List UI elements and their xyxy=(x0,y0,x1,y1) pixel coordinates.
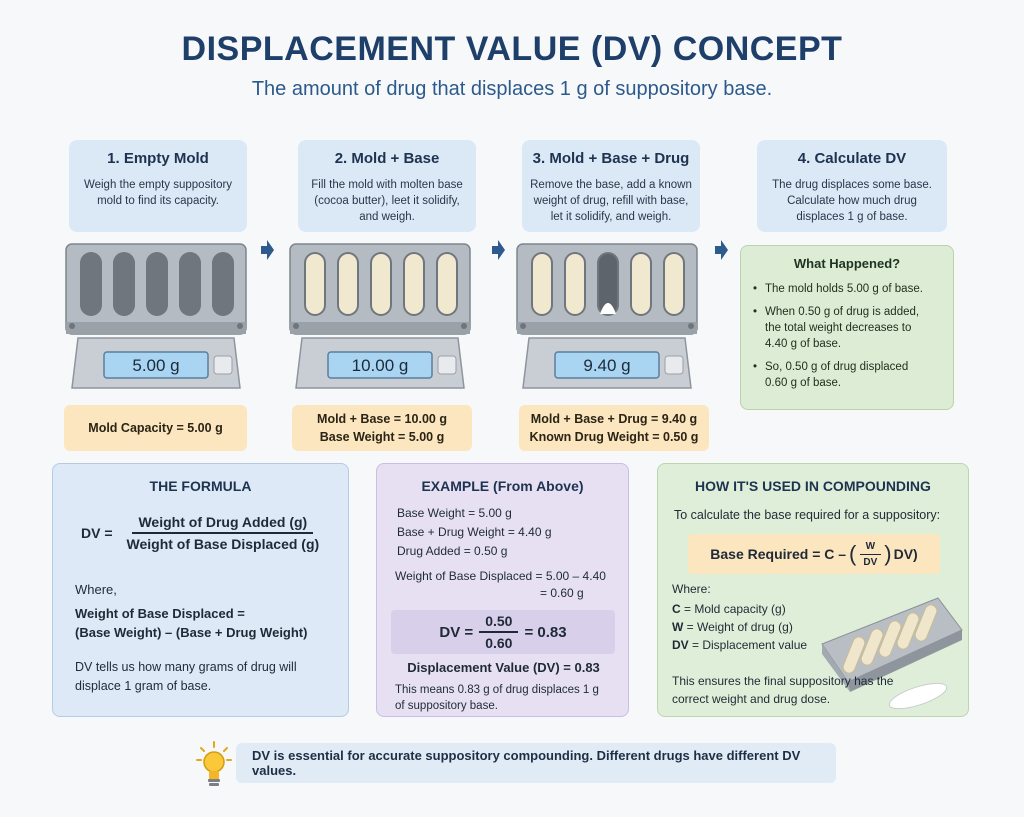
step-1-header: 1. Empty Mold Weigh the empty suppositor… xyxy=(69,140,247,232)
suppository-base xyxy=(566,254,584,314)
suppository-base xyxy=(405,254,423,314)
arrow-right-icon xyxy=(492,240,505,260)
mold-tray-edge xyxy=(290,322,470,334)
what-happened-title: What Happened? xyxy=(793,256,901,271)
list-item: The mold holds 5.00 g of base. xyxy=(753,281,941,297)
scale-empty-mold: 5.00 g xyxy=(65,243,247,389)
suppository-base xyxy=(438,254,456,314)
usage-defs: C = Mold capacity (g) W = Weight of drug… xyxy=(672,602,808,652)
what-happened-box: What Happened? The mold holds 5.00 g of … xyxy=(740,245,954,410)
example-dv-box: DV = 0.50 0.60 = 0.83 xyxy=(391,610,615,654)
usage-title: HOW IT'S USED IN COMPOUNDING xyxy=(695,478,931,494)
example-summary: Displacement Value (DV) = 0.83 xyxy=(407,660,600,675)
formula-def: Weight of Base Displaced =(Base Weight) … xyxy=(75,606,308,640)
mold-cavity xyxy=(212,252,234,316)
step-2-header: 2. Mold + Base Fill the mold with molten… xyxy=(298,140,476,232)
scale-mold-base-drug: 9.40 g xyxy=(516,243,698,389)
formula-where: Where, xyxy=(75,582,117,597)
suppository-base xyxy=(665,254,683,314)
step-3-header: 3. Mold + Base + Drug Remove the base, a… xyxy=(522,140,700,232)
mold-cavity xyxy=(179,252,201,316)
tip-banner: DV is essential for accurate suppository… xyxy=(236,743,836,783)
suppository-base xyxy=(533,254,551,314)
scale-reading: 10.00 g xyxy=(352,356,409,375)
drug-powder xyxy=(600,303,616,314)
example-displaced: Weight of Base Displaced = 5.00 – 4.40 =… xyxy=(395,569,606,600)
step-desc: Fill the mold with molten base(cocoa but… xyxy=(311,179,463,223)
usage-intro: To calculate the base required for a sup… xyxy=(674,508,941,522)
step-title: 2. Mold + Base xyxy=(334,150,440,167)
step-title: 4. Calculate DV xyxy=(797,150,907,167)
suppository-base xyxy=(306,254,324,314)
mold-bolt xyxy=(69,323,75,329)
mold-tray-edge xyxy=(517,322,697,334)
mold-cavity xyxy=(146,252,168,316)
step-desc: The drug displaces some base.Calculate h… xyxy=(772,179,932,223)
formula-panel: THE FORMULA DV = Weight of Drug Added (g… xyxy=(52,463,349,717)
cavity-with-drug xyxy=(599,254,617,314)
scale-button xyxy=(437,355,457,375)
caption-step-1: Mold Capacity = 5.00 g xyxy=(64,405,247,451)
step-title: 1. Empty Mold xyxy=(107,150,209,167)
usage-where: Where: xyxy=(672,582,711,596)
scale-button xyxy=(664,355,684,375)
suppository-base xyxy=(339,254,357,314)
scale-display xyxy=(103,351,209,379)
mold-tray-edge xyxy=(66,322,246,334)
mold-tray-illustration xyxy=(821,597,963,710)
mold-bolt xyxy=(688,323,694,329)
mold-bolt xyxy=(293,323,299,329)
scale-reading: 5.00 g xyxy=(132,356,179,375)
lightbulb-icon xyxy=(196,741,232,786)
mold-cavity xyxy=(113,252,135,316)
list-item: When 0.50 g of drug is added,the total w… xyxy=(753,304,941,352)
usage-panel: HOW IT'S USED IN COMPOUNDING To calculat… xyxy=(657,463,969,717)
page-title: DISPLACEMENT VALUE (DV) CONCEPT xyxy=(181,30,843,68)
mold-bolt xyxy=(237,323,243,329)
arrow-right-icon xyxy=(715,240,728,260)
example-panel: EXAMPLE (From Above) Base Weight = 5.00 … xyxy=(376,463,629,717)
scale-mold-base: 10.00 g xyxy=(289,243,471,389)
step-4-header: 4. Calculate DV The drug displaces some … xyxy=(757,140,947,232)
formula-title: THE FORMULA xyxy=(149,478,252,494)
mold-bolt xyxy=(520,323,526,329)
example-title: EXAMPLE (From Above) xyxy=(421,478,584,494)
scale-display xyxy=(554,351,660,379)
formula-equation: DV = Weight of Drug Added (g) Weight of … xyxy=(81,514,320,552)
scale-button xyxy=(213,355,233,375)
mold-cavity xyxy=(80,252,102,316)
scale-display xyxy=(327,351,433,379)
arrow-right-icon xyxy=(261,240,274,260)
suppository-base xyxy=(632,254,650,314)
mold-bolt xyxy=(461,323,467,329)
step-title: 3. Mold + Base + Drug xyxy=(532,150,690,167)
usage-note: This ensures the final suppository has t… xyxy=(672,674,894,706)
scale-reading: 9.40 g xyxy=(583,356,630,375)
suppository-base xyxy=(372,254,390,314)
page-subtitle: The amount of drug that displaces 1 g of… xyxy=(251,78,773,100)
usage-formula-box: Base Required = C – ( W DV ) DV) xyxy=(688,534,940,574)
